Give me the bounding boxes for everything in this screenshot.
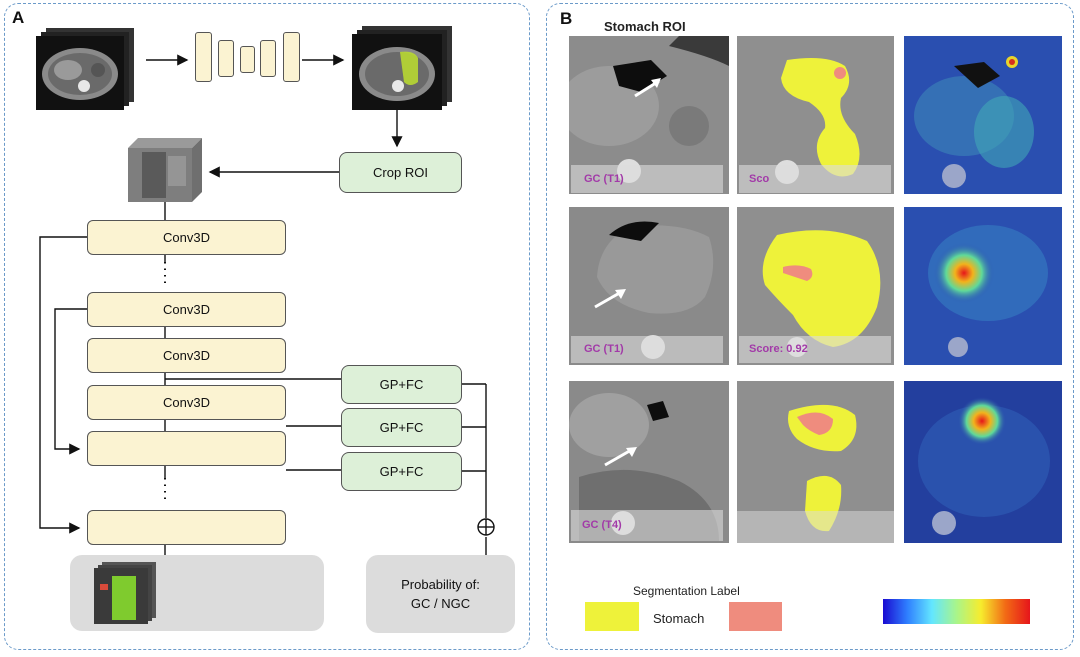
panel-a-letter: A — [12, 8, 25, 27]
probability-label-line2: GC / NGC — [410, 596, 471, 611]
ct-tile-row1-label-band — [571, 165, 723, 193]
bottleneck-block — [240, 46, 255, 73]
crop-roi-box: Crop ROI — [339, 152, 462, 193]
conv3d-block-5 — [87, 431, 286, 466]
heatmap-colorbar — [883, 599, 1030, 624]
input-ct-stack — [36, 28, 134, 110]
seg-tile-row3 — [737, 381, 894, 543]
segmentation-output-box — [70, 555, 324, 631]
encoder-block-1 — [195, 32, 212, 82]
legend-swatch-stomach — [585, 602, 639, 631]
heatmap-tile-row3 — [904, 381, 1062, 543]
cropped-roi-cube — [128, 138, 202, 202]
heatmap-tile-row1 — [904, 36, 1062, 194]
ct-tile-row3-label: GC (T4) — [582, 519, 622, 531]
seg-tile-row1-label-band — [739, 165, 891, 193]
gp-fc-block-1: GP+FC — [341, 365, 462, 404]
ct-tile-row2-label: GC (T1) — [584, 343, 624, 355]
conv3d-block-3: Conv3D — [87, 338, 286, 373]
conv3d-block-4: Conv3D — [87, 385, 286, 420]
ct-tile-row1-label: GC (T1) — [584, 173, 624, 185]
gp-fc-block-3: GP+FC — [341, 452, 462, 491]
decoder-block-2 — [283, 32, 300, 82]
legend-label-stomach: Stomach — [653, 611, 705, 626]
panel-b-title: Stomach ROI — [604, 19, 686, 34]
conv3d-block-2: Conv3D — [87, 292, 286, 327]
ct-tile-row3-label-band — [571, 510, 723, 541]
panel-a-connectors — [39, 54, 495, 555]
segmented-ct-stack — [352, 26, 452, 110]
encoder-block-2 — [218, 40, 234, 77]
legend-swatch-lesion — [729, 602, 782, 631]
heatmap-tile-row2 — [904, 207, 1062, 365]
seg-tile-row1-score: Sco — [749, 173, 770, 185]
segmentation-output-stack — [94, 562, 156, 624]
seg-tile-row2-label-band — [739, 336, 891, 363]
decoder-block-1 — [260, 40, 276, 77]
conv3d-block-1: Conv3D — [87, 220, 286, 255]
panel-b — [546, 3, 1074, 650]
probability-label-line1: Probability of: — [401, 577, 480, 592]
panel-a — [4, 3, 530, 650]
legend-title: Segmentation Label — [633, 584, 740, 598]
conv3d-block-6 — [87, 510, 286, 545]
panel-b-letter: B — [560, 9, 573, 28]
gp-fc-block-2: GP+FC — [341, 408, 462, 447]
ct-tile-row2-label-band — [571, 336, 723, 363]
probability-output-box: Probability of: GC / NGC — [366, 555, 515, 633]
seg-tile-row2-score: Score: 0.92 — [749, 343, 808, 355]
